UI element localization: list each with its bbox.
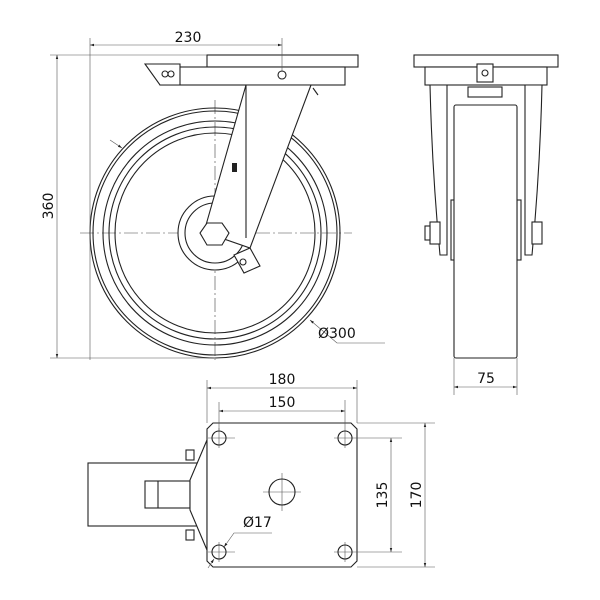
dim-170: 170 [409, 482, 425, 509]
top-plate [206, 54, 359, 68]
wheel-side [453, 104, 518, 359]
dim-135: 135 [375, 482, 391, 509]
dim-360: 360 [41, 193, 57, 220]
dim-wheel-diameter: Ø300 [318, 326, 356, 342]
axle-nut [199, 222, 230, 246]
dim-hole-diameter: Ø17 [243, 515, 272, 531]
bottom-view: 180 150 135 170 Ø17 [87, 372, 435, 569]
dim-75: 75 [477, 371, 495, 387]
dim-180: 180 [269, 372, 296, 388]
dim-150: 150 [269, 395, 296, 411]
dim-230: 230 [175, 30, 202, 46]
front-view: 230 360 Ø300 [41, 30, 385, 360]
side-view: 75 [413, 54, 559, 395]
